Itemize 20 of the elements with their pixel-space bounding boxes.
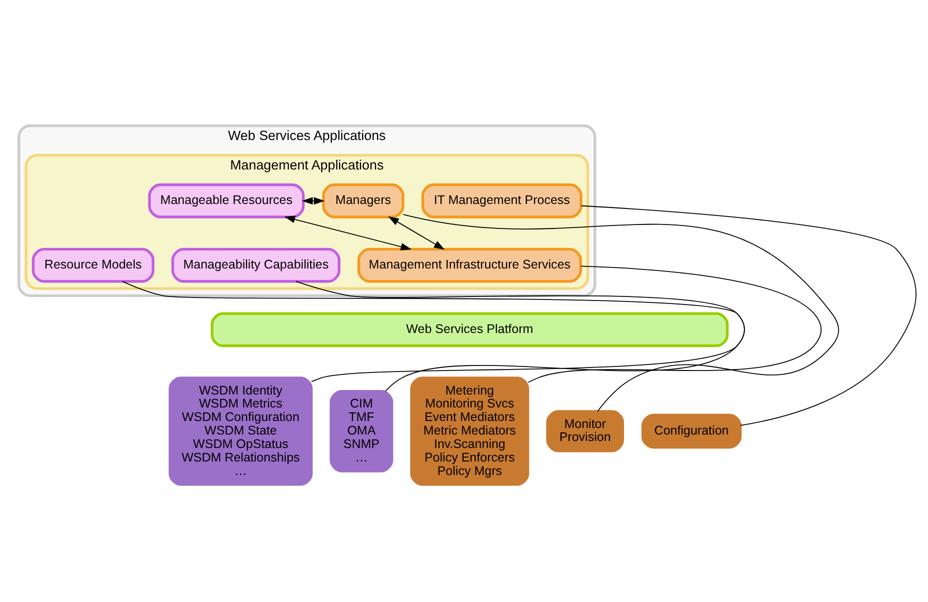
node-box: Metering Monitoring Svcs Event Mediators Metric Mediators Inv.Scanning Policy Enforcers Policy Mgrs xyxy=(410,376,530,486)
connector xyxy=(296,280,745,382)
node-box: Web Services Platform xyxy=(210,312,729,347)
node-box: CIM TMF OMA SNMP … xyxy=(330,390,394,472)
node-box: Configuration xyxy=(641,413,742,448)
node-box: Resource Models xyxy=(32,247,154,282)
arrow xyxy=(284,215,412,250)
connector xyxy=(122,280,745,392)
arrow xyxy=(388,216,445,250)
node-box: Manageable Resources xyxy=(148,182,305,218)
node-box: Managers xyxy=(322,182,404,218)
node-box: IT Management Process xyxy=(421,182,582,218)
connector xyxy=(528,265,822,382)
node-box: Manageability Capabilities xyxy=(171,247,340,282)
node-box: Monitor Provision xyxy=(546,410,624,452)
connector xyxy=(402,214,840,412)
arrow xyxy=(302,196,325,204)
node-box: WSDM Identity WSDM Metrics WSDM Configuration WSDM State WSDM OpStatus WSDM Relationships … xyxy=(168,376,313,486)
node-box: Management Infrastructure Services xyxy=(357,247,582,282)
connector xyxy=(580,204,916,426)
